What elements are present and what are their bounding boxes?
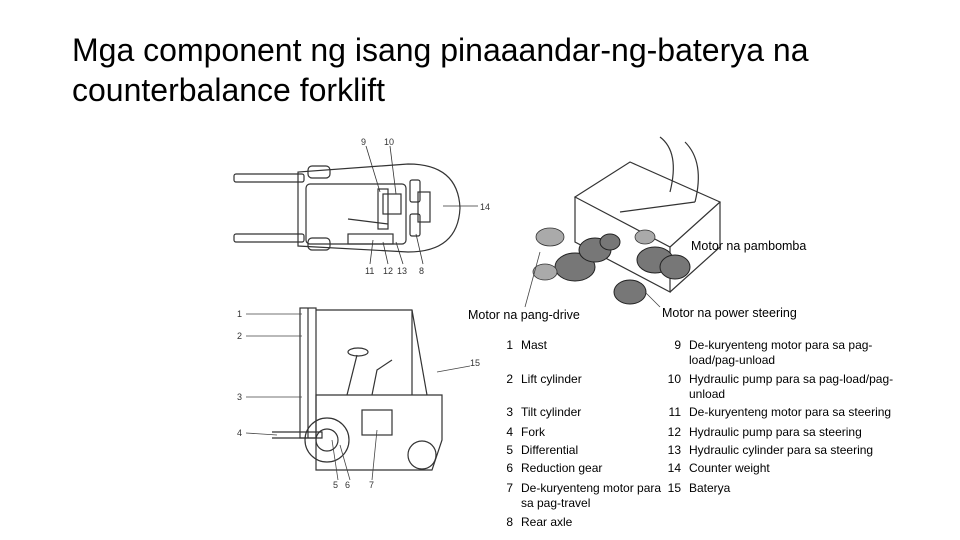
legend-item: 10 Hydraulic pump para sa pag-load/pag-u…: [665, 372, 907, 402]
legend-text: Reduction gear: [521, 461, 603, 475]
legend-item: 12 Hydraulic pump para sa steering: [665, 425, 929, 440]
callout-6: 6: [345, 480, 350, 490]
legend-number: 12: [667, 425, 681, 439]
callout-4: 4: [237, 428, 242, 438]
legend-text: Hydraulic pump para sa steering: [689, 425, 862, 439]
legend-text: Mast: [521, 338, 548, 352]
legend-item: 6 Reduction gear: [497, 461, 681, 476]
callout-2: 2: [237, 331, 242, 341]
legend-number: 2: [506, 372, 513, 386]
legend-number: 13: [667, 443, 681, 457]
callout-9: 9: [361, 137, 366, 147]
callout-7: 7: [369, 480, 374, 490]
callout-1: 1: [237, 309, 242, 319]
legend-text: Fork: [521, 425, 545, 439]
legend-text: Rear axle: [521, 515, 573, 529]
legend-number: 4: [506, 425, 513, 439]
callout-12: 12: [383, 266, 393, 276]
legend-text: Tilt cylinder: [521, 405, 582, 419]
callout-3: 3: [237, 392, 242, 402]
legend-text: Hydraulic pump para sa pag-load/pag-unlo…: [689, 372, 894, 401]
legend-item: 1 Mast: [497, 338, 681, 353]
legend-item: 4 Fork: [497, 425, 681, 440]
component-legend: 1 Mast 2 Lift cylinder 3 Tilt cylinder 4…: [497, 338, 937, 534]
legend-text: Lift cylinder: [521, 372, 582, 386]
legend-text: Baterya: [689, 481, 731, 495]
legend-number: 3: [506, 405, 513, 419]
legend-number: 11: [668, 405, 681, 419]
legend-item: 2 Lift cylinder: [497, 372, 681, 387]
legend-number: 7: [506, 481, 513, 495]
callout-11: 11: [365, 266, 374, 276]
legend-item: 9 De-kuryenteng motor para sa pag-load/p…: [665, 338, 907, 368]
legend-item: 15 Baterya: [665, 481, 929, 496]
legend-item: 8 Rear axle: [497, 515, 681, 530]
legend-item: 7 De-kuryenteng motor para sa pag-travel: [497, 481, 673, 511]
callout-13: 13: [397, 266, 407, 276]
callout-15: 15: [470, 358, 480, 368]
callout-14: 14: [480, 202, 490, 212]
legend-number: 14: [667, 461, 681, 475]
forklift-side-view-diagram: 1 2 3 4 15 5 6 7: [237, 307, 480, 490]
legend-text: De-kuryenteng motor para sa pag-travel: [521, 481, 662, 510]
legend-number: 15: [667, 481, 681, 495]
slide-title: Mga component ng isang pinaaandar-ng-bat…: [72, 32, 809, 108]
legend-number: 1: [506, 338, 513, 352]
legend-item: 14 Counter weight: [665, 461, 929, 476]
legend-item: 13 Hydraulic cylinder para sa steering: [665, 443, 929, 458]
legend-text: Differential: [521, 443, 579, 457]
forklift-top-view-diagram: 9 10 14 11 12 13 8: [233, 137, 490, 276]
legend-item: 5 Differential: [497, 443, 681, 458]
callout-5: 5: [333, 480, 338, 490]
callout-8: 8: [419, 266, 424, 276]
legend-number: 9: [674, 338, 681, 352]
motor-assembly-drawing: [524, 136, 722, 308]
pump-motor-label: Motor na pambomba: [691, 239, 807, 253]
legend-text: Hydraulic cylinder para sa steering: [689, 443, 874, 457]
steering-motor-label: Motor na power steering: [662, 306, 797, 320]
legend-number: 10: [667, 372, 681, 386]
legend-text: Counter weight: [689, 461, 770, 475]
drive-motor-label: Motor na pang-drive: [468, 308, 580, 322]
legend-number: 8: [506, 515, 513, 529]
legend-text: De-kuryenteng motor para sa pag-load/pag…: [689, 338, 873, 367]
legend-text: De-kuryenteng motor para sa steering: [689, 405, 892, 419]
callout-10: 10: [384, 137, 394, 147]
legend-item: 3 Tilt cylinder: [497, 405, 681, 420]
legend-number: 6: [506, 461, 513, 475]
legend-item: 11 De-kuryenteng motor para sa steering: [665, 405, 929, 420]
legend-number: 5: [506, 443, 513, 457]
